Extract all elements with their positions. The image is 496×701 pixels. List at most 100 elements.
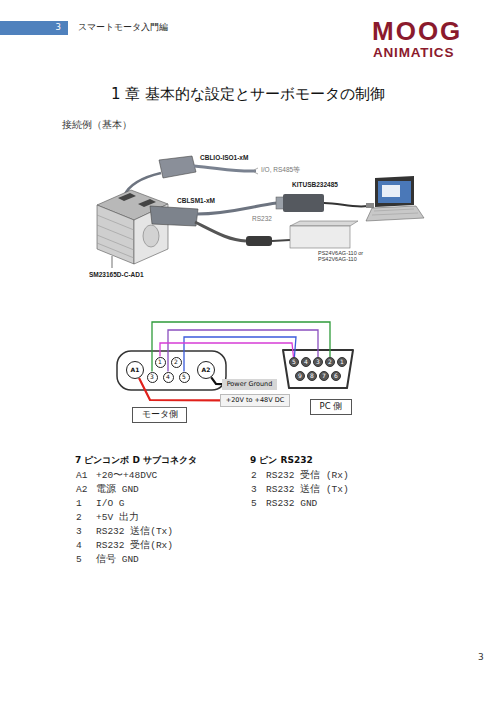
rs232-connector: [150, 206, 198, 226]
laptop-display: [378, 181, 411, 203]
part-label: KITUSB232485: [292, 181, 338, 188]
motor-side-connector: [117, 351, 226, 390]
table-cell: 3: [76, 527, 82, 538]
laptop-window: [382, 185, 400, 197]
table-cell: +5V 出力: [96, 513, 139, 524]
dsub-pin: 6: [331, 371, 341, 381]
node-text: PC 側: [320, 402, 343, 412]
node-text: 9: [298, 373, 302, 380]
adapter-plug: [276, 197, 284, 209]
power-supply-top: [290, 221, 358, 226]
wire: [168, 330, 318, 372]
node-text: +20V to +48V DC: [226, 397, 285, 404]
node-text: 3: [316, 359, 320, 366]
connector-pin: 3: [147, 372, 158, 383]
node-text: 7: [322, 373, 326, 380]
table-cell: RS232 GND: [266, 499, 317, 510]
running-header: スマートモータ入門編: [78, 22, 168, 32]
node-text: 1: [340, 359, 344, 366]
usb-cable: [324, 203, 368, 206]
laptop-keys: [372, 209, 418, 215]
table-cell: 信号 GND: [96, 555, 139, 566]
table-cell: 電源 GND: [96, 485, 139, 496]
table-cell: 2: [251, 471, 257, 482]
table-cell: A2: [76, 485, 87, 496]
power-cable: [195, 222, 246, 241]
table-cell: 5: [251, 499, 257, 510]
table-cell: 2: [76, 513, 82, 524]
table-cell: RS232 送信 (Tx): [266, 485, 349, 496]
table-cell: I/O G: [96, 499, 125, 510]
table-heading: 9 ピン RS232: [250, 455, 313, 465]
node-text: 4: [166, 374, 170, 381]
motor-flange: [143, 225, 159, 247]
part-label: PS24V6AG-110 or PS42V6AG-110: [318, 250, 374, 263]
node-text: 2: [174, 359, 178, 366]
power-lead: [272, 240, 290, 241]
io-wires: [254, 168, 258, 174]
side-label: PC 側: [310, 399, 352, 415]
laptop-screen: [375, 176, 414, 207]
motor-front-face: [97, 205, 134, 264]
dsub-pin: 9: [295, 371, 305, 381]
dsub-pin: 3: [313, 357, 323, 367]
node-text: 3: [56, 23, 61, 33]
table-cell: 3: [251, 485, 257, 496]
table-cell: 1: [76, 499, 82, 510]
logo-text: MOOG: [372, 18, 462, 44]
node-text: A1: [131, 367, 140, 374]
table-cell: RS232 送信(Tx): [96, 527, 173, 538]
node-text: 6: [334, 373, 338, 380]
usb-adapter: [283, 194, 324, 212]
node-text: 3: [150, 374, 154, 381]
motor-socket: [138, 199, 156, 207]
logo-text: ANIMATICS: [373, 46, 454, 60]
part-label: SM23165D-C-AD1: [89, 271, 144, 278]
connector-pin: 4: [163, 372, 174, 383]
side-label: モータ側: [132, 407, 187, 423]
rs232-cable: [197, 203, 277, 214]
wire: [211, 377, 222, 384]
wire-label: Power Ground: [222, 379, 277, 390]
dsub-pin: 8: [307, 371, 317, 381]
node-text: 5: [182, 374, 186, 381]
leader-line: [112, 256, 113, 268]
wire: [160, 343, 293, 357]
table-cell: 4: [76, 541, 82, 552]
io-connector: [159, 156, 196, 178]
usb-plug: [366, 203, 374, 208]
motor-socket: [118, 193, 136, 201]
dsub-pin: 5: [289, 357, 299, 367]
part-label: CBLSM1-xM: [177, 197, 215, 204]
dsub-pin: 1: [337, 357, 347, 367]
connector-pin: 1: [155, 357, 166, 368]
page-number: 3: [478, 652, 484, 662]
power-pin: A2: [197, 361, 215, 379]
section-heading: 接続例（基本）: [62, 119, 132, 131]
dsub-pin: 2: [325, 357, 335, 367]
wire-label: +20V to +48V DC: [220, 394, 290, 407]
connector-pin: 2: [171, 357, 182, 368]
power-pin: A1: [126, 361, 144, 379]
table-cell: RS232 受信(Rx): [96, 541, 173, 552]
table-cell: RS232 受信 (Rx): [266, 471, 349, 482]
table-heading: 7 ピンコンボ D サブコネクタ: [75, 455, 197, 465]
cable-note: RS232: [252, 215, 272, 222]
node-text: A2: [202, 367, 211, 374]
node-text: 4: [304, 359, 308, 366]
node-text: 8: [310, 373, 314, 380]
page-title: 1 章 基本的な設定とサーボモータの制御: [0, 86, 496, 103]
dsub-pin: 7: [319, 371, 329, 381]
table-cell: 5: [76, 555, 82, 566]
dsub-pin: 4: [301, 357, 311, 367]
motor-fins: [97, 215, 134, 258]
node-text: 1: [158, 359, 162, 366]
node-text: 2: [328, 359, 332, 366]
table-cell: A1: [76, 471, 87, 482]
table-cell: +20〜+48DVC: [96, 471, 157, 482]
chapter-tab: 3: [0, 21, 68, 35]
node-text: 5: [292, 359, 296, 366]
power-supply: [290, 226, 350, 248]
node-text: モータ側: [142, 410, 178, 420]
power-plug: [246, 236, 272, 246]
